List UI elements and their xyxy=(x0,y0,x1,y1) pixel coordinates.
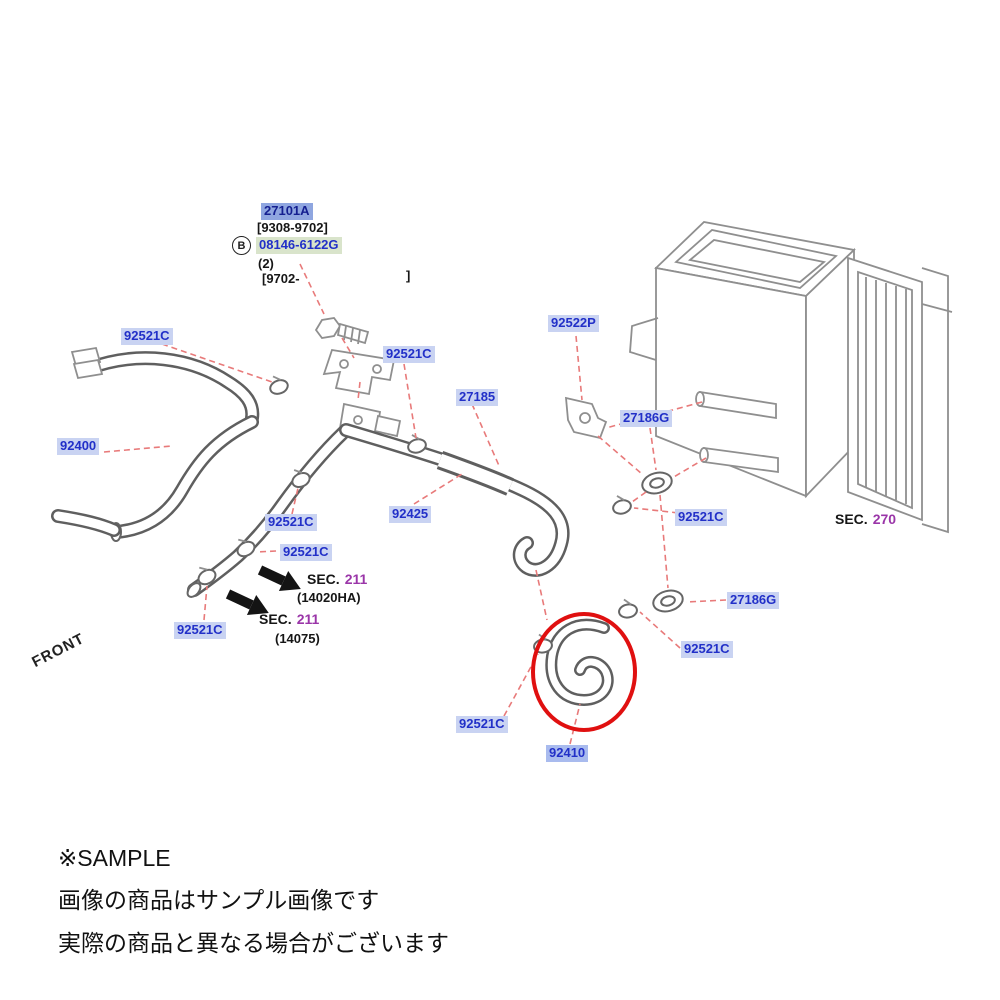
bracket-drawing xyxy=(322,348,396,396)
part-label-92521c-5[interactable]: 92521C xyxy=(280,544,332,561)
part-label-27185[interactable]: 27185 xyxy=(456,389,499,406)
sec-prefix: SEC. xyxy=(307,571,340,587)
part-label-92425[interactable]: 92425 xyxy=(389,506,432,523)
sample-notice-title: ※SAMPLE xyxy=(58,845,171,871)
sec-number: 270 xyxy=(872,511,897,527)
valve-92522p-drawing xyxy=(564,396,608,440)
direction-arrows xyxy=(225,565,301,615)
date-range-9308-9702: [9308-9702] xyxy=(257,220,328,235)
sec-number: 211 xyxy=(344,571,368,587)
sec-number: 211 xyxy=(296,611,320,627)
part-label-92521c-6[interactable]: 92521C xyxy=(174,622,226,639)
section-ref-14020ha: (14020HA) xyxy=(297,590,361,605)
part-label-08146-6122g[interactable]: 08146-6122G xyxy=(256,237,342,254)
highlight-circle xyxy=(531,612,637,732)
b-marker: B xyxy=(232,236,251,255)
grommets-drawing xyxy=(641,471,684,613)
part-label-92521c-4[interactable]: 92521C xyxy=(675,509,727,526)
part-label-27101a[interactable]: 27101A xyxy=(261,203,313,220)
part-label-92410[interactable]: 92410 xyxy=(546,745,589,762)
sample-notice-line1: 画像の商品はサンプル画像です xyxy=(58,887,380,913)
hoses-drawing xyxy=(51,346,614,707)
section-ref-211-b: SEC.211 xyxy=(259,611,319,627)
part-label-92521c-8[interactable]: 92521C xyxy=(456,716,508,733)
date-range-9702-close: ] xyxy=(406,268,411,283)
part-label-92521c-2[interactable]: 92521C xyxy=(383,346,435,363)
part-label-92522p[interactable]: 92522P xyxy=(548,315,599,332)
heater-unit-drawing xyxy=(629,221,953,534)
part-label-92521c-3[interactable]: 92521C xyxy=(265,514,317,531)
hose-92410-drawing xyxy=(545,618,614,707)
sample-notice-line2: 実際の商品と異なる場合がございます xyxy=(58,930,449,956)
section-ref-14075: (14075) xyxy=(275,631,320,646)
sec-prefix: SEC. xyxy=(259,611,292,627)
part-label-92521c-7[interactable]: 92521C xyxy=(681,641,733,658)
part-label-92521c-1[interactable]: 92521C xyxy=(121,328,173,345)
bolt-drawing xyxy=(314,317,370,345)
part-label-92400[interactable]: 92400 xyxy=(57,438,100,455)
clamps-drawing xyxy=(197,375,638,654)
section-ref-270: SEC.270 xyxy=(835,511,896,527)
part-label-27186g-1[interactable]: 27186G xyxy=(620,410,673,427)
part-label-27186g-2[interactable]: 27186G xyxy=(727,592,780,609)
sample-notice: ※SAMPLE 画像の商品はサンプル画像です 実際の商品と異なる場合がございます xyxy=(58,845,449,967)
sec-prefix: SEC. xyxy=(835,511,868,527)
section-ref-211-a: SEC.211 xyxy=(307,571,367,587)
leader-lines xyxy=(103,263,727,745)
quantity-label: (2) xyxy=(258,256,274,271)
date-range-9702-open: [9702- xyxy=(262,271,300,286)
